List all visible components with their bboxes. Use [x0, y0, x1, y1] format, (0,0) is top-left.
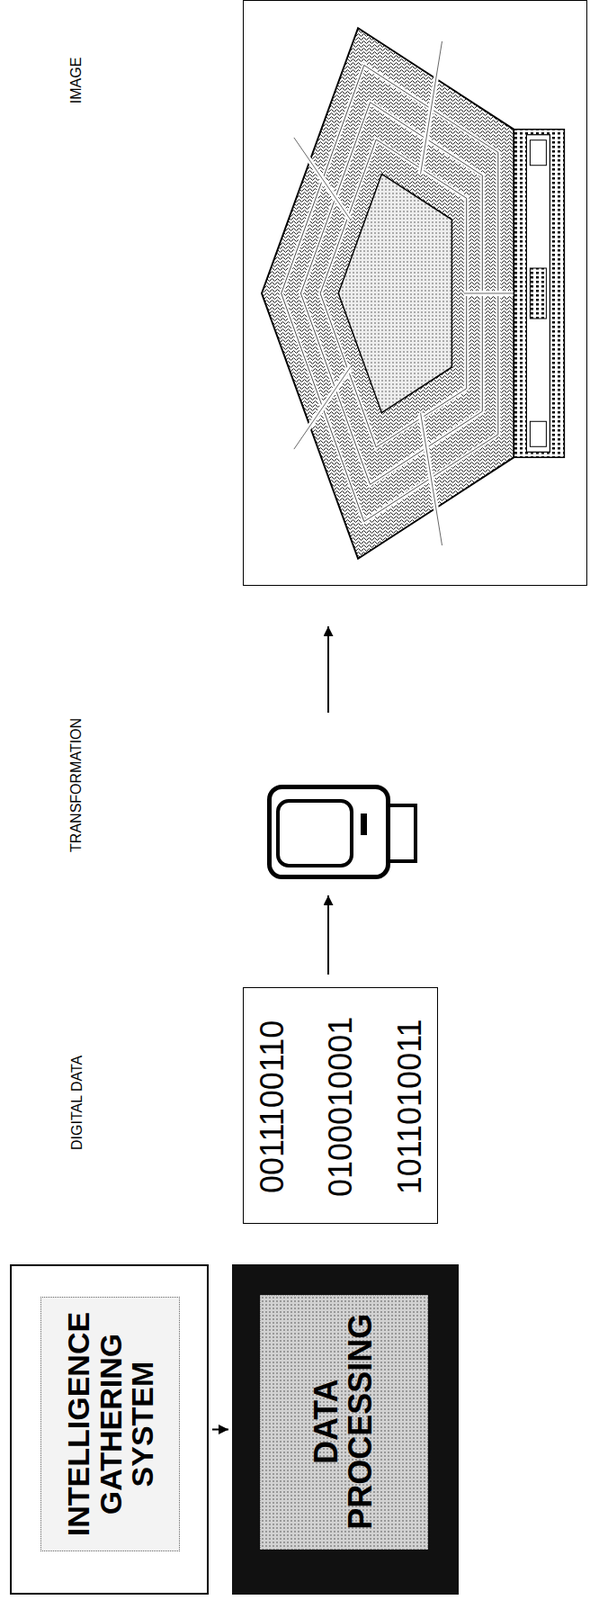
- box-label: DATA PROCESSING: [309, 1313, 378, 1529]
- data-box: DIGITAL DATA0011100110010001000110110100…: [242, 986, 439, 1224]
- binary-row: 0011100110: [255, 1019, 290, 1193]
- computer-node: TRANSFORMATION: [267, 784, 419, 879]
- flow-arrow: [327, 625, 330, 713]
- pentagon-illustration: [243, 0, 589, 587]
- image-box: IMAGE: [242, 0, 588, 586]
- box-label: INTELLIGENCE GATHERING SYSTEM: [62, 1310, 160, 1535]
- column-heading: IMAGE: [69, 56, 85, 104]
- binary-row: 1011010011: [392, 1018, 427, 1194]
- system-box: INTELLIGENCE GATHERING SYSTEM: [9, 1263, 209, 1594]
- processing-box: DATA PROCESSING: [232, 1263, 459, 1594]
- column-heading: TRANSFORMATION: [69, 716, 85, 851]
- flow-arrow: [327, 894, 330, 975]
- binary-row: 0100010001: [323, 1016, 358, 1197]
- flow-arrow: [212, 1428, 229, 1431]
- computer-icon: [267, 784, 419, 879]
- column-heading: DIGITAL DATA: [70, 1054, 86, 1149]
